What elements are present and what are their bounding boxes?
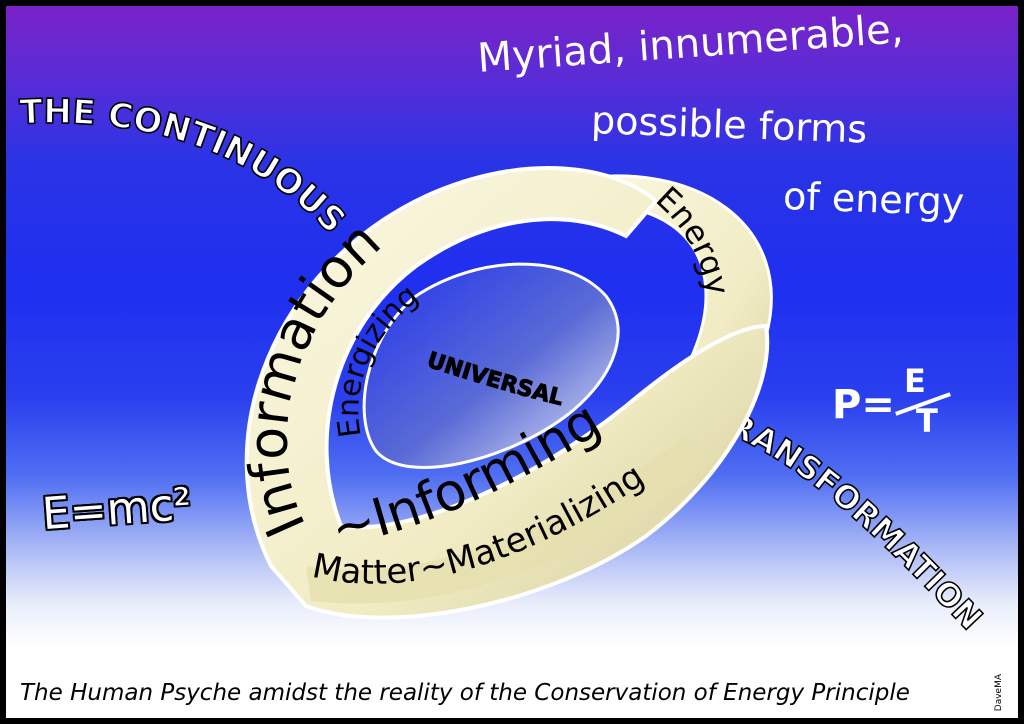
mobius-ring: Information Energizing UNIVERSAL ~Inform… xyxy=(237,166,773,620)
caption: The Human Psyche amidst the reality of t… xyxy=(20,680,910,706)
headline-left-svg: THE CONTINUOUS TRANSFORMATION xyxy=(18,91,991,638)
ring-hole xyxy=(362,262,620,469)
formula-power: P= E T xyxy=(832,362,972,448)
formula-power-p: P= xyxy=(832,382,895,428)
formula-power-denominator: T xyxy=(916,402,938,440)
ribbon-lower-shade xyxy=(306,436,706,604)
formula-power-numerator: E xyxy=(904,362,926,400)
signature: DaveMA xyxy=(994,674,1004,712)
